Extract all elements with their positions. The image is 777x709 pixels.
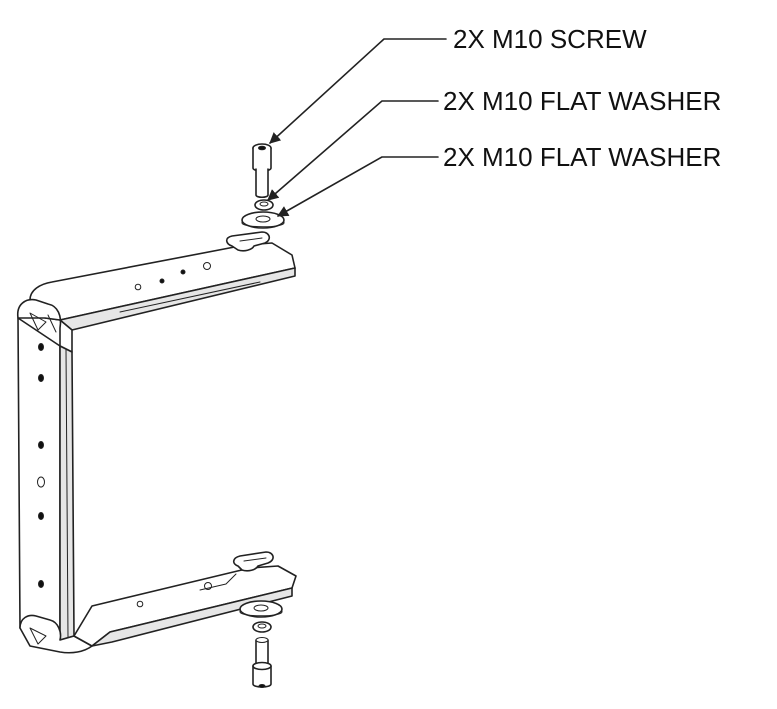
callouts: 2X M10 SCREW 2X M10 FLAT WASHER 2X M10 F…: [443, 24, 721, 172]
callout-large-washer-label: 2X M10 FLAT WASHER: [443, 142, 721, 172]
bracket-top-slot: [225, 231, 271, 252]
vertical-plate-hole: [37, 476, 45, 488]
bottom-screw: [252, 637, 272, 688]
bracket-bottom-arm-edge: [91, 587, 293, 647]
leader-screw: [269, 38, 447, 144]
top-arm-hole: [180, 269, 186, 275]
bottom-small-washer: [252, 621, 272, 633]
bottom-large-washer: [239, 600, 283, 618]
leader-large-washer: [277, 156, 439, 217]
top-arm-hole: [203, 262, 211, 270]
u-bracket: [16, 231, 297, 654]
top-small-washer: [254, 199, 274, 211]
bottom-arm-hole: [136, 600, 144, 608]
vertical-plate-hole: [38, 374, 44, 382]
top-arm-hole: [159, 278, 165, 284]
top-large-washer: [241, 211, 285, 229]
callout-screw-label: 2X M10 SCREW: [453, 24, 647, 54]
top-screw: [252, 143, 272, 199]
top-arm-hole: [134, 283, 142, 291]
vertical-plate-hole: [38, 441, 44, 449]
vertical-plate-hole: [38, 343, 44, 351]
vertical-plate-hole: [38, 512, 44, 520]
callout-small-washer-label: 2X M10 FLAT WASHER: [443, 86, 721, 116]
vertical-plate-hole: [38, 580, 44, 588]
bracket-bottom-slot: [232, 551, 274, 572]
leader-small-washer: [267, 100, 439, 201]
leader-lines: [267, 38, 447, 217]
